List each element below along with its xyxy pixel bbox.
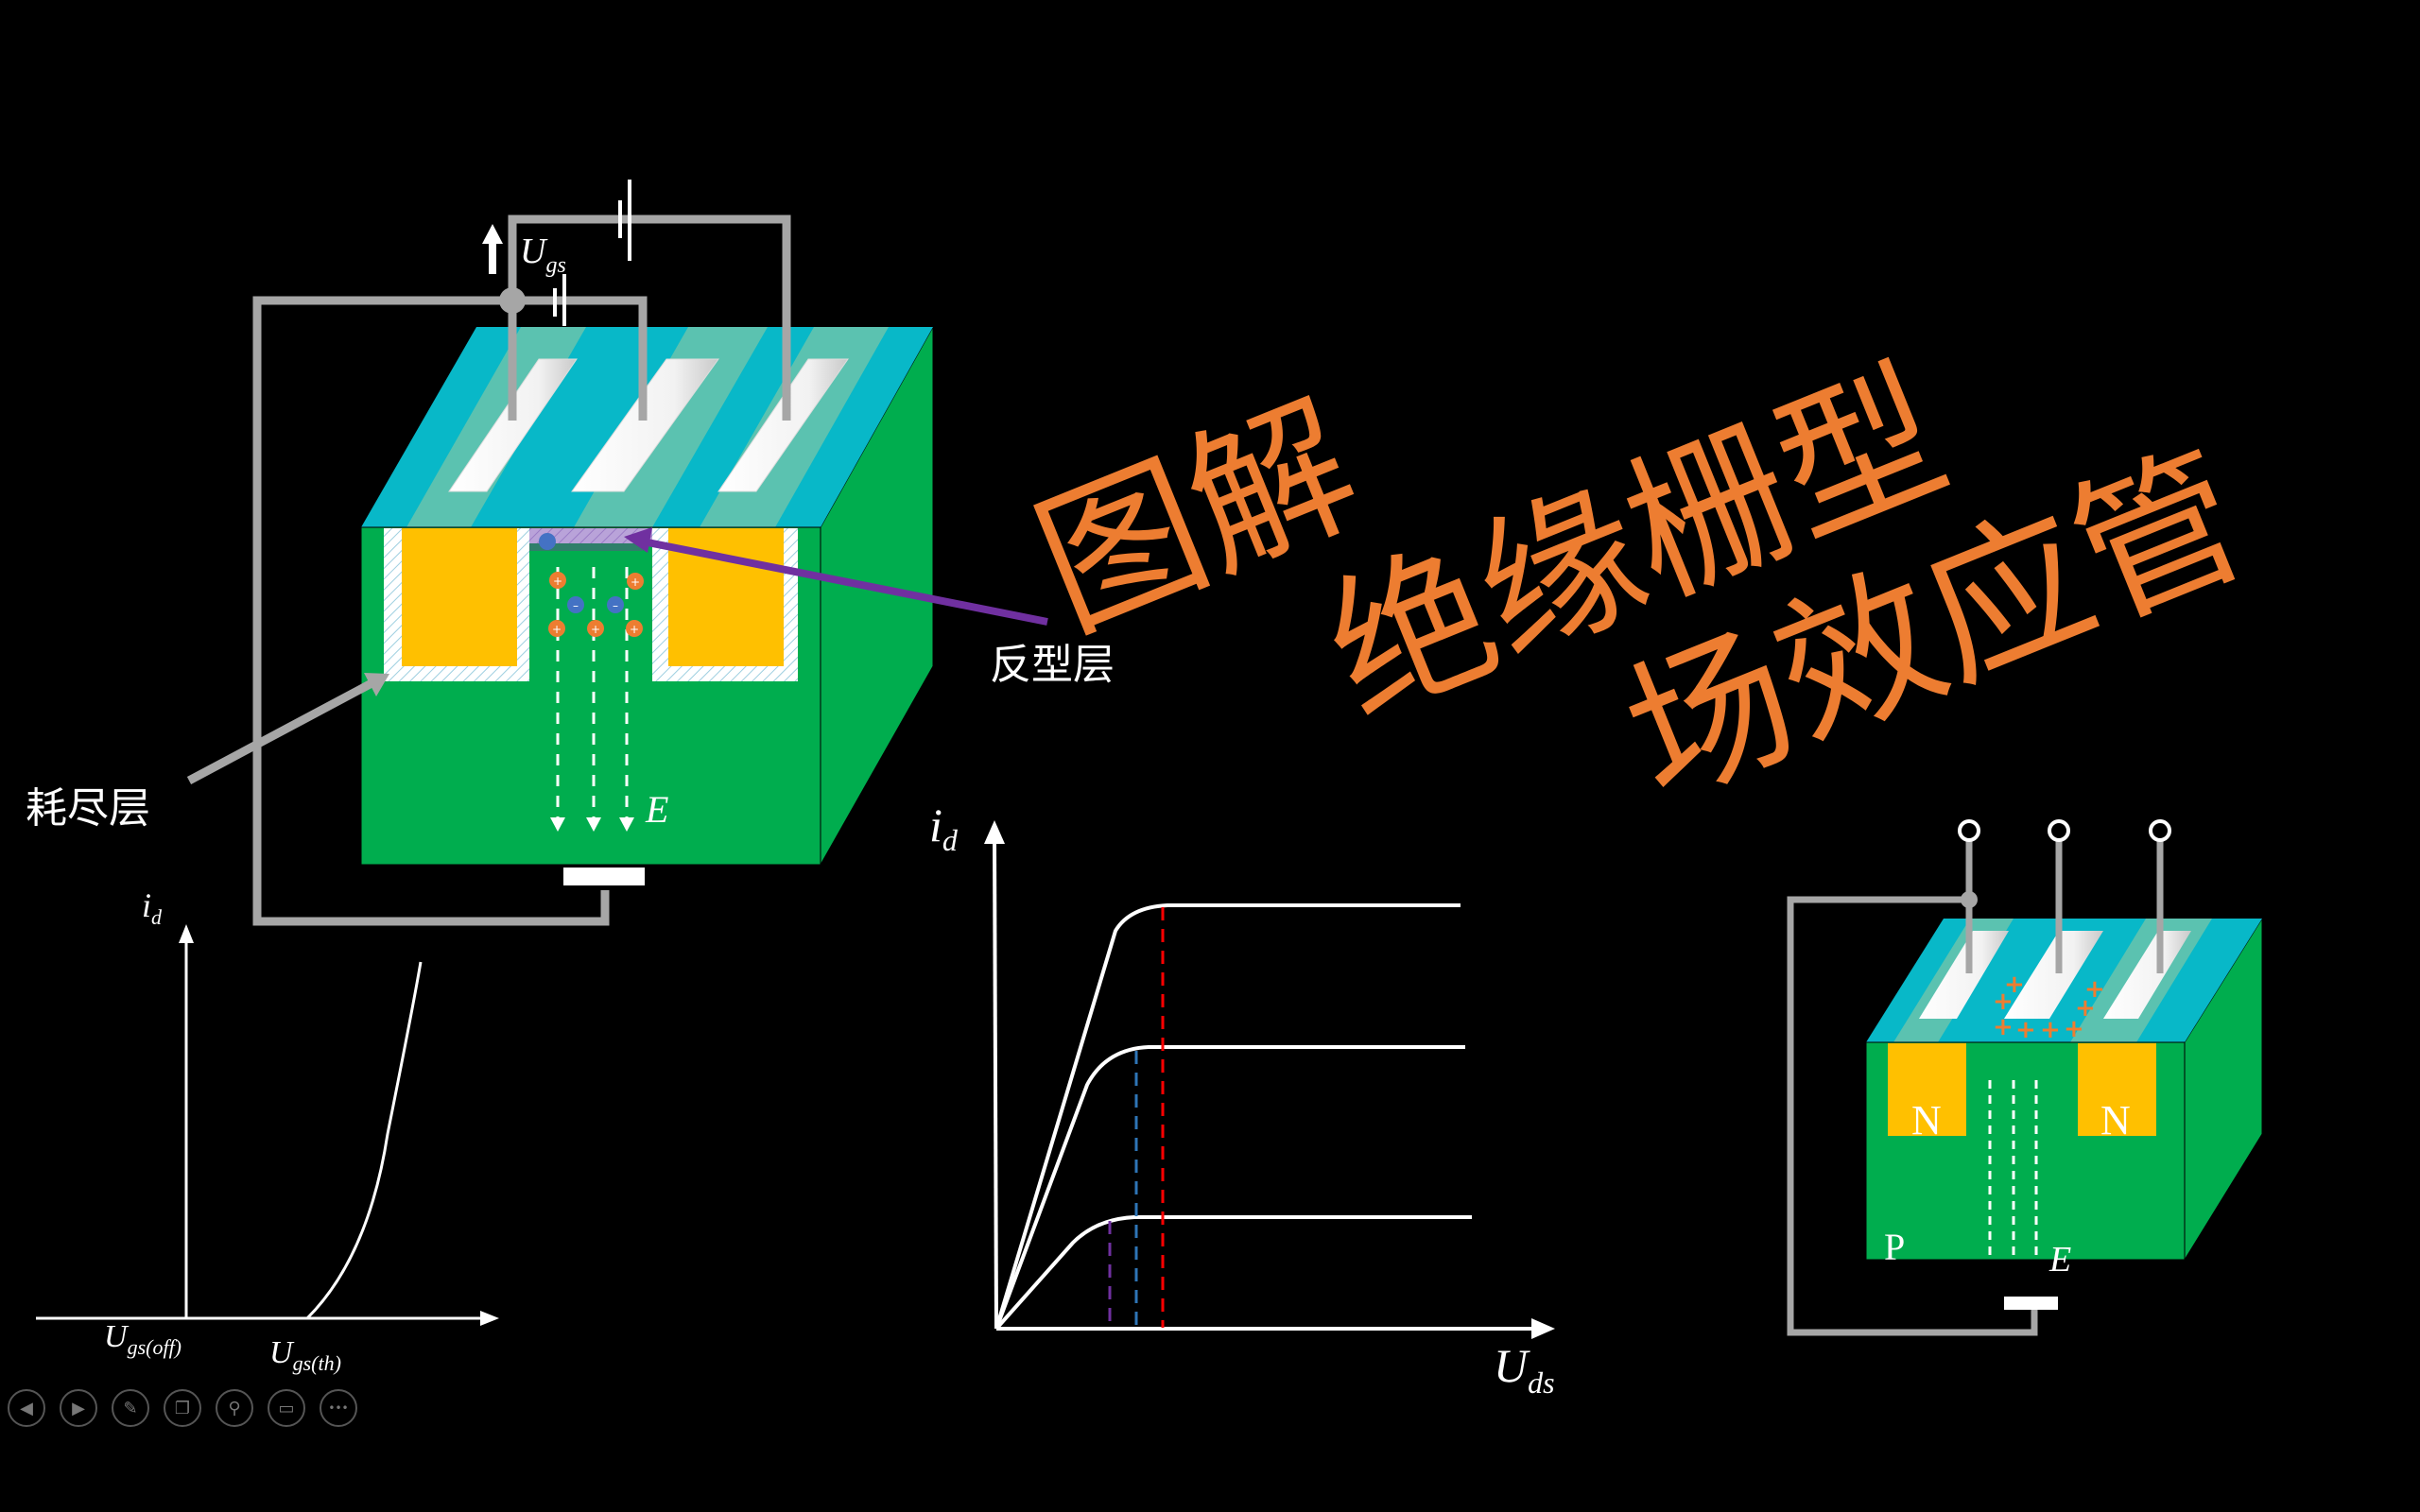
- see-all-slides-button[interactable]: ❐: [164, 1389, 201, 1427]
- n-region-left: [402, 528, 517, 666]
- output-x-label: Uds: [1494, 1339, 1555, 1400]
- subtitles-button[interactable]: ▭: [268, 1389, 305, 1427]
- body-contact: [563, 868, 645, 885]
- transfer-y-label: id: [142, 886, 163, 929]
- terminal-icons: [1958, 819, 2171, 842]
- more-options-button[interactable]: •••: [320, 1389, 357, 1427]
- drain-electrode: [717, 358, 849, 492]
- svg-text:+: +: [552, 623, 562, 636]
- output-y-label: id: [929, 799, 959, 857]
- positive-charges: +++ +++ ++: [1993, 971, 2105, 1044]
- svg-text:+: +: [2075, 994, 2096, 1022]
- svg-text:+: +: [2004, 971, 2025, 999]
- ugs-off-label: Ugs(off): [104, 1319, 182, 1359]
- svg-text:–: –: [613, 599, 618, 612]
- slides-icon: ❐: [174, 1398, 191, 1418]
- n-right-label: N: [2100, 1097, 2131, 1143]
- electron: [539, 533, 556, 550]
- small-n-left: [1888, 1043, 1966, 1136]
- ellipsis-icon: •••: [328, 1401, 349, 1415]
- small-mosfet-diagram: +++ +++ ++ N N P E: [1787, 819, 2263, 1336]
- previous-slide-button[interactable]: ◀: [8, 1389, 45, 1427]
- transfer-curve: [305, 961, 423, 1320]
- next-icon: ▶: [72, 1398, 85, 1418]
- junction-node: [499, 287, 526, 314]
- gate-electrode: [571, 358, 719, 492]
- ugs-th-label: Ugs(th): [269, 1335, 341, 1375]
- subtitles-icon: ▭: [278, 1398, 295, 1418]
- charges: + + – – + + +: [548, 572, 644, 637]
- gate-battery-icon: [553, 274, 566, 326]
- svg-text:+: +: [2040, 1016, 2061, 1044]
- inversion-pointer-arrow: [642, 538, 1048, 626]
- pen-icon: ✎: [123, 1398, 138, 1418]
- svg-text:–: –: [573, 599, 579, 612]
- depletion-pointer-arrow: [186, 679, 376, 784]
- small-n-right: [2078, 1043, 2156, 1136]
- depletion-layer-label: 耗尽层: [26, 785, 150, 832]
- svg-text:+: +: [2084, 975, 2105, 1004]
- svg-text:+: +: [2064, 1015, 2084, 1043]
- curve-high: [994, 903, 1461, 1330]
- curve-low: [994, 1215, 1472, 1331]
- main-mosfet-diagram: + + – – + + + E Ugs: [26, 180, 1115, 926]
- svg-text:+: +: [631, 576, 640, 589]
- svg-text:+: +: [1993, 988, 2014, 1016]
- magnifier-icon: ⚲: [228, 1398, 241, 1418]
- svg-text:+: +: [1993, 1013, 2014, 1041]
- slideshow-controls: ◀ ▶ ✎ ❐ ⚲ ▭ •••: [8, 1389, 357, 1427]
- next-slide-button[interactable]: ▶: [60, 1389, 97, 1427]
- svg-text:+: +: [2015, 1016, 2036, 1044]
- inversion-layer-label: 反型层: [990, 642, 1115, 688]
- output-characteristic-chart: id Uds: [929, 799, 1555, 1400]
- svg-text:+: +: [630, 623, 639, 636]
- gate-wire: [508, 296, 648, 421]
- svg-text:+: +: [591, 623, 600, 636]
- title: 图解 绝缘栅型 场效应管: [1013, 337, 2268, 834]
- drain-battery-icon: [618, 180, 631, 261]
- drain-wire: [508, 215, 791, 421]
- p-label: P: [1884, 1226, 1905, 1268]
- up-arrow-icon: [482, 224, 503, 274]
- zoom-button[interactable]: ⚲: [216, 1389, 253, 1427]
- n-left-label: N: [1911, 1097, 1942, 1143]
- small-field-label: E: [2048, 1240, 2071, 1280]
- field-label: E: [645, 788, 668, 831]
- inversion-layer: [529, 528, 652, 543]
- curve-mid: [994, 1045, 1465, 1330]
- ugs-label: Ugs: [520, 232, 566, 278]
- svg-text:+: +: [553, 575, 562, 588]
- previous-icon: ◀: [20, 1398, 33, 1418]
- transfer-characteristic-chart: id Ugs(off) Ugs(th): [36, 886, 499, 1375]
- substrate-wire: [252, 296, 610, 926]
- pen-button[interactable]: ✎: [112, 1389, 149, 1427]
